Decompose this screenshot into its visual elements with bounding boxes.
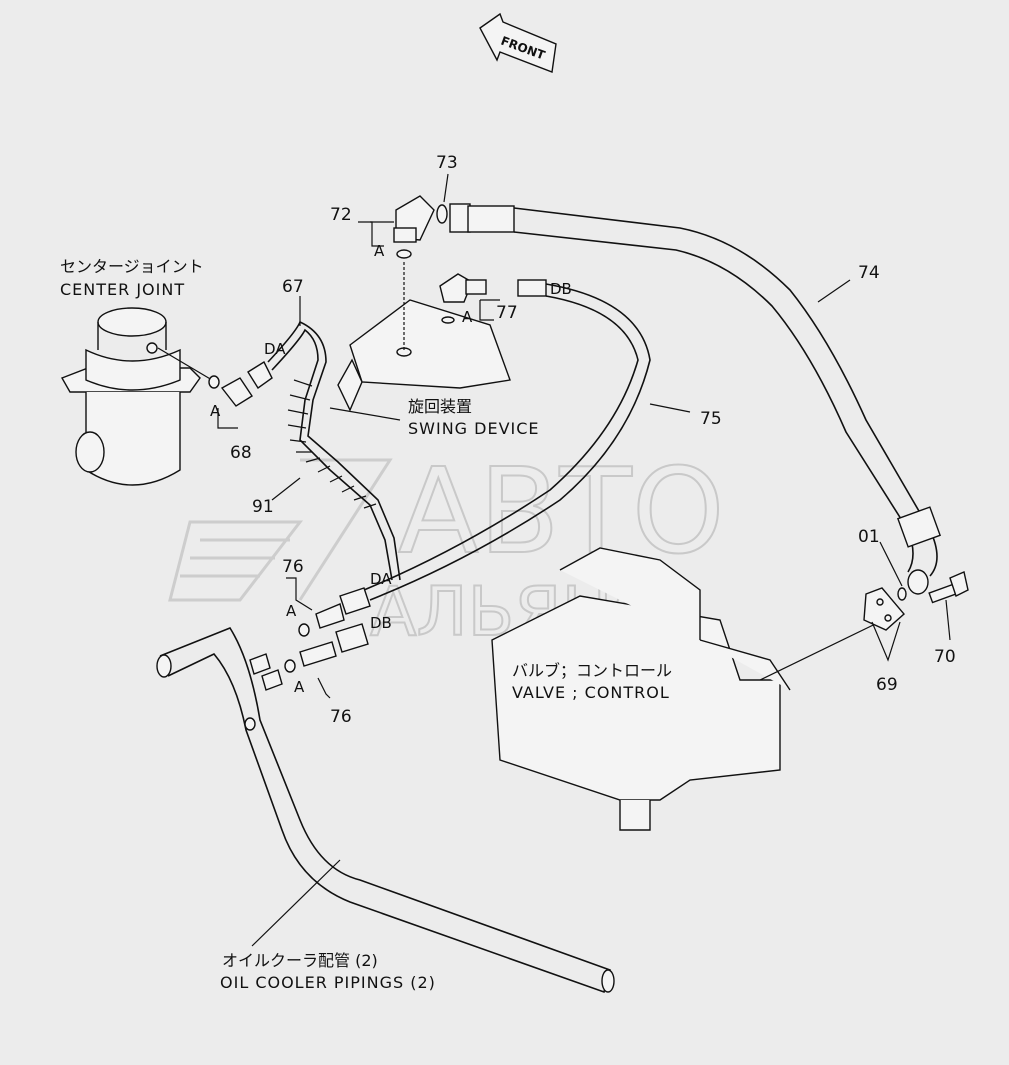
swing-device-label-jp: 旋回装置	[408, 397, 472, 416]
part-number-72: 72	[330, 205, 352, 225]
part-number-73: 73	[436, 153, 458, 173]
tag-a-76-lower: A	[294, 678, 305, 696]
hose-75	[363, 279, 651, 601]
part-number-77: 77	[496, 303, 518, 323]
swing-device-label-en: SWING DEVICE	[408, 419, 540, 438]
tag-da-fitting: DA	[370, 570, 392, 588]
leader-75	[649, 403, 691, 413]
leader-73	[443, 173, 449, 203]
tag-a-77: A	[462, 308, 473, 326]
part-number-68: 68	[230, 443, 252, 463]
front-arrow: FRONT	[479, 12, 557, 73]
part-number-69: 69	[876, 675, 898, 695]
center-joint	[60, 307, 213, 486]
flange-69	[863, 587, 907, 662]
pipe-74	[449, 203, 942, 595]
part-number-74: 74	[858, 263, 880, 283]
tag-da-hose: DA	[264, 340, 286, 358]
tag-a-76-upper: A	[286, 602, 297, 620]
oil-cooler-label-jp: オイルクーラ配管 (2)	[222, 951, 378, 970]
oil-cooler-label-en: OIL COOLER PIPINGS (2)	[220, 973, 436, 992]
fittings-76	[284, 577, 371, 699]
hose-67	[267, 320, 401, 581]
bolt-70	[928, 571, 969, 604]
part-number-76-upper: 76	[282, 557, 304, 577]
swing-device	[329, 262, 511, 421]
part-number-70: 70	[934, 647, 956, 667]
watermark-line1: АВТО	[398, 442, 725, 580]
control-valve-label-en: VALVE ; CONTROL	[512, 683, 670, 702]
center-joint-label-en: CENTER JOINT	[60, 280, 185, 299]
tag-a-72: A	[374, 242, 385, 260]
oil-cooler-pipings	[156, 627, 615, 994]
leader-oil-cooler	[251, 859, 341, 947]
elbow-fitting-68	[208, 360, 273, 429]
tag-db-hose: DB	[550, 280, 572, 298]
tag-db-fitting: DB	[370, 614, 392, 632]
part-number-67: 67	[282, 277, 304, 297]
leader-91	[271, 477, 301, 501]
elbow-fitting-77	[439, 273, 500, 324]
leader-74	[817, 279, 851, 303]
leader-01	[879, 541, 903, 587]
control-valve	[491, 547, 901, 831]
tag-a-68: A	[210, 402, 221, 420]
watermark-emblem	[168, 458, 393, 602]
center-joint-label-jp: センタージョイント	[60, 257, 204, 276]
control-valve-label-jp: バルブ；コントロール	[512, 661, 672, 680]
part-number-01: 01	[858, 527, 880, 547]
part-number-76-lower: 76	[330, 707, 352, 727]
leader-70	[945, 599, 951, 641]
part-number-75: 75	[700, 409, 722, 429]
part-number-91: 91	[252, 497, 274, 517]
elbow-fitting-72	[358, 195, 448, 259]
